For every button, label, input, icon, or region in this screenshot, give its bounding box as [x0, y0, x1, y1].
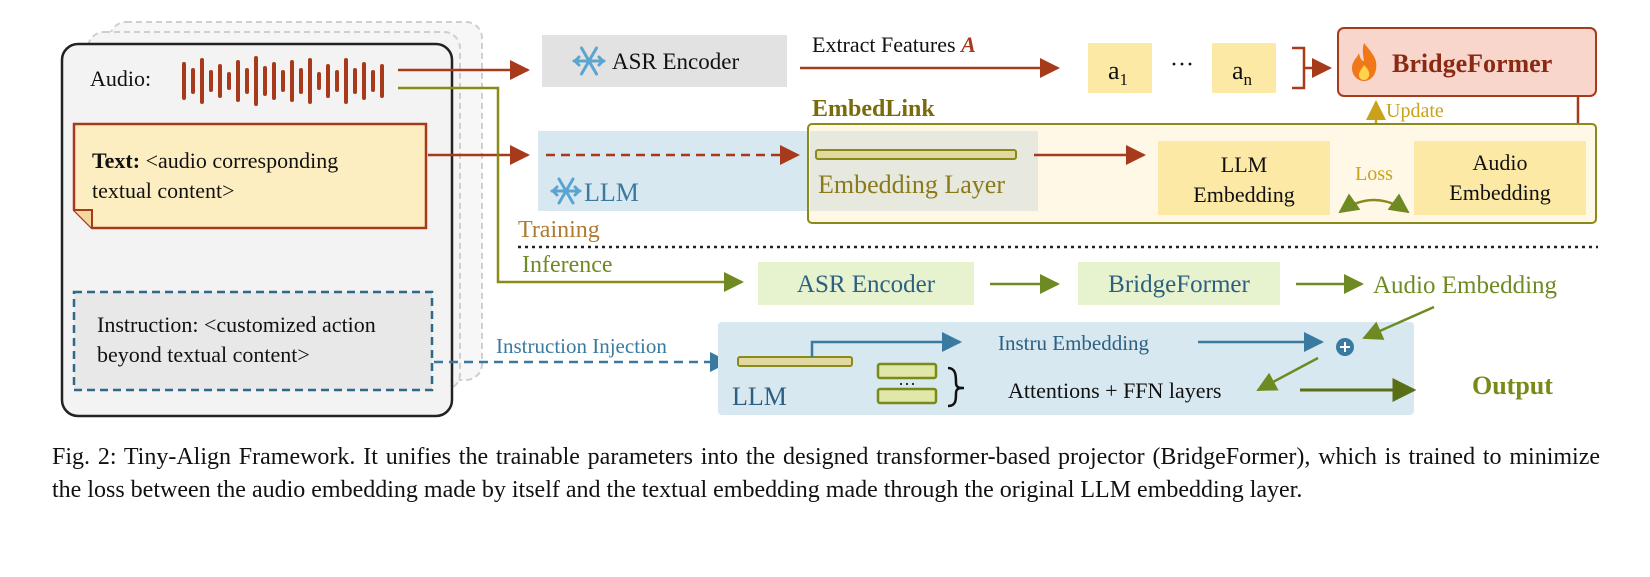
tiny-align-diagram: Audio: Text: <audio corresponding textua…: [60, 21, 1598, 418]
llm-embedding-bar: [737, 356, 853, 367]
instruction-card: [72, 290, 434, 392]
embedlink-title: EmbedLink: [812, 96, 935, 122]
feature-brace: [1292, 46, 1330, 90]
audio-embedding-line1: Audio: [1473, 150, 1528, 175]
audio-embedding-box: [1414, 141, 1586, 215]
layer-stack-top: [876, 362, 938, 380]
feature-an-box: [1212, 43, 1276, 93]
audio-to-inference-line: [398, 86, 744, 292]
audio-embedding-line2: Embedding: [1449, 180, 1550, 205]
extract-features-label: Extract Features A: [812, 32, 976, 57]
audio-emb-to-plus-arrow: [1362, 305, 1435, 340]
llm-embedding-line1: LLM: [1221, 152, 1267, 177]
instruction-line2: beyond textual content>: [97, 342, 310, 367]
plus-circle-icon: [1336, 338, 1354, 356]
llm-inference-label: LLM: [732, 382, 787, 411]
text-note-line2: textual content>: [92, 178, 235, 203]
asr-encoder-label: ASR Encoder: [612, 49, 739, 74]
figure-caption: Fig. 2: Tiny-Align Framework. It unifies…: [52, 441, 1600, 507]
loss-label: Loss: [1355, 163, 1393, 185]
layer-stack-bottom: [876, 387, 938, 405]
llm-embedding-line2: Embedding: [1193, 182, 1294, 207]
caption-prefix: Fig. 2: Tiny-Align Framework.: [52, 444, 364, 470]
embedding-layer-label: Embedding Layer: [818, 170, 1005, 199]
instru-embedding-label: Instru Embedding: [998, 331, 1150, 355]
bridgeformer-label: BridgeFormer: [1392, 49, 1552, 78]
inference-asr-label: ASR Encoder: [797, 271, 936, 298]
layer-stack-brace: [947, 366, 965, 408]
layer-stack-dots: ···: [898, 374, 916, 394]
feature-an: an: [1232, 56, 1253, 89]
snowflake-icon: [572, 46, 606, 76]
training-label: Training: [518, 217, 600, 243]
instruction-injection-label: Instruction Injection: [496, 334, 667, 358]
feature-a1-box: [1088, 43, 1152, 93]
text-note-card: [72, 122, 428, 230]
output-label: Output: [1472, 371, 1553, 400]
inference-asr-box: [758, 262, 974, 305]
embedding-layer-bar: [815, 149, 1017, 160]
update-label: Update: [1386, 100, 1444, 122]
to-instru-embedding-arrow: [810, 332, 962, 357]
flame-icon: [1352, 43, 1377, 81]
llm-training-label: LLM: [584, 178, 639, 207]
instruction-line1: Instruction: <customized action: [97, 312, 376, 337]
inference-bridge-box: [1078, 262, 1280, 305]
bridgeformer-box: [1337, 27, 1597, 97]
attentions-ffn-label: Attentions + FFN layers: [1008, 378, 1221, 403]
loss-arrow: [1338, 193, 1410, 214]
audio-label: Audio:: [90, 66, 151, 91]
feature-dots: ···: [1170, 52, 1194, 78]
caption-body: It unifies the trainable parameters into…: [52, 444, 1600, 503]
inference-bridge-label: BridgeFormer: [1108, 271, 1250, 298]
feature-a1: a1: [1108, 56, 1128, 89]
embedding-layer-region: [810, 131, 1038, 211]
waveform-icon: [182, 56, 384, 106]
plus-to-attention-arrow: [1256, 356, 1319, 392]
snowflake-icon: [550, 177, 582, 205]
llm-embedding-box: [1158, 141, 1330, 215]
inference-label: Inference: [522, 252, 613, 278]
text-note-line1: Text: <audio corresponding: [92, 148, 338, 173]
inference-audio-embedding: Audio Embedding: [1373, 272, 1558, 299]
